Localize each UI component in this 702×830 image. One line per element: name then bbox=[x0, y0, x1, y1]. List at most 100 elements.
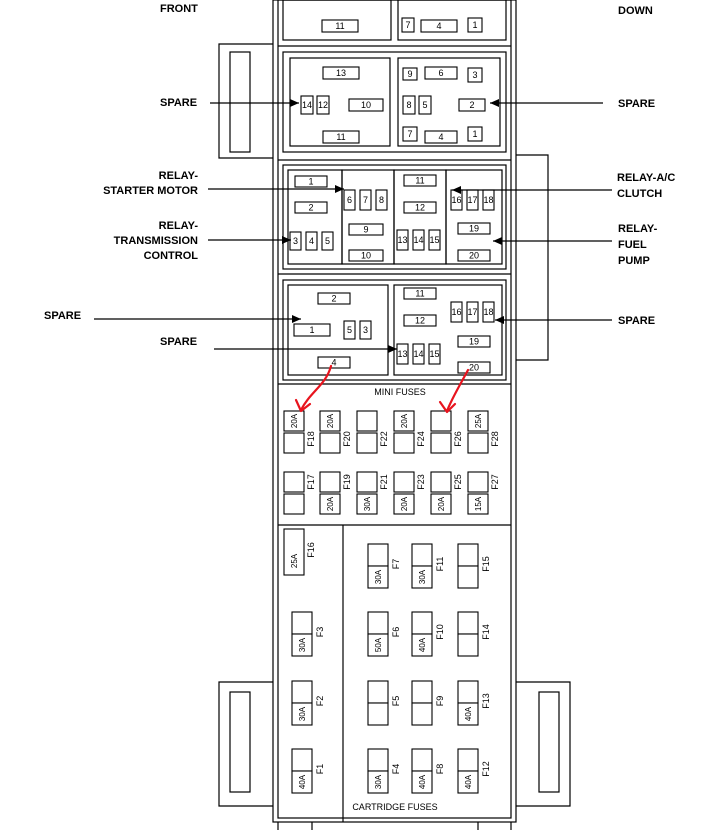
mid-num-4: 4 bbox=[309, 236, 314, 246]
label-spare-left-1: SPARE bbox=[160, 97, 197, 109]
fuse-f3-id: F3 bbox=[315, 627, 325, 638]
arrow-relay-starter-head bbox=[335, 185, 344, 193]
fuse-f7-slot-b bbox=[367, 565, 389, 589]
right-bracket-lower bbox=[516, 681, 571, 807]
title-cartridge-fuses: CARTRIDGE FUSES bbox=[352, 802, 437, 812]
fuse-f19-slot-b bbox=[319, 493, 341, 515]
mid-num-5: 5 bbox=[325, 236, 330, 246]
fuse-f3-rating: 30A bbox=[298, 637, 307, 652]
spare-num-14-terminal bbox=[300, 95, 314, 115]
spare-num-10-terminal bbox=[348, 98, 384, 112]
fuse-f28-rating: 25A bbox=[474, 413, 483, 428]
mid-num-13-terminal bbox=[396, 229, 409, 251]
spare-num-9: 9 bbox=[407, 69, 412, 79]
mid-num-1-terminal bbox=[294, 175, 328, 188]
fuse-f18-id: F18 bbox=[306, 431, 316, 447]
label-relay-fuel-1: RELAY- bbox=[618, 223, 658, 235]
spare-relay-block bbox=[282, 51, 507, 153]
bot-num-16: 16 bbox=[451, 307, 461, 317]
bottom-relay-left bbox=[287, 284, 389, 376]
label-relay-starter-1: RELAY- bbox=[159, 170, 199, 182]
mid-num-6-terminal bbox=[343, 189, 356, 211]
right-bracket-relay bbox=[516, 154, 549, 361]
mid-num-8-terminal bbox=[375, 189, 388, 211]
fuse-f3-slot-b bbox=[291, 633, 313, 657]
fuse-f6-slot-a bbox=[367, 611, 389, 635]
mid-num-14-terminal bbox=[412, 229, 425, 251]
spare-num-7: 7 bbox=[407, 129, 412, 139]
bot-num-3-terminal bbox=[359, 320, 372, 340]
mid-num-19-terminal bbox=[457, 222, 491, 235]
bot-num-14: 14 bbox=[413, 349, 423, 359]
spare-num-5: 5 bbox=[422, 100, 427, 110]
mid-num-20-terminal bbox=[457, 249, 491, 262]
bot-num-20: 20 bbox=[469, 363, 479, 373]
bot-num-1: 1 bbox=[309, 325, 314, 335]
fuse-f1-id: F1 bbox=[315, 764, 325, 775]
fuse-f2-rating: 30A bbox=[298, 706, 307, 721]
bot-num-4-terminal bbox=[317, 356, 351, 369]
mid-num-9-terminal bbox=[348, 223, 384, 236]
fuse-f22-slot-a bbox=[356, 410, 378, 432]
mid-num-9: 9 bbox=[363, 225, 368, 235]
label-spare-left-2: SPARE bbox=[44, 310, 81, 322]
fuse-f7-rating: 30A bbox=[374, 569, 383, 584]
fuse-f14-slot-a bbox=[457, 611, 479, 635]
fuse-f10-rating: 40A bbox=[418, 637, 427, 652]
arrow-spare-left-2-head bbox=[292, 315, 301, 323]
mid-num-18: 18 bbox=[483, 195, 493, 205]
label-down: DOWN bbox=[618, 5, 653, 17]
fuse-f14-slot-b bbox=[457, 633, 479, 657]
spare-num-4-terminal bbox=[424, 130, 458, 144]
mid-num-4-terminal bbox=[305, 231, 318, 251]
fuse-f25-id: F25 bbox=[453, 474, 463, 490]
spare-num-3: 3 bbox=[472, 70, 477, 80]
fuse-f10-slot-a bbox=[411, 611, 433, 635]
fuse-f12-rating: 40A bbox=[464, 774, 473, 789]
fuse-f19-rating: 20A bbox=[326, 496, 335, 511]
mid-num-13: 13 bbox=[397, 235, 407, 245]
fuse-f15-id: F15 bbox=[481, 556, 491, 572]
bot-num-15: 15 bbox=[429, 349, 439, 359]
fuse-f23-slot-b bbox=[393, 493, 415, 515]
spare-num-5-terminal bbox=[418, 95, 432, 115]
fuse-f24-rating: 20A bbox=[400, 413, 409, 428]
label-relay-ac-1: RELAY-A/C bbox=[617, 172, 675, 184]
mid-num-16: 16 bbox=[451, 195, 461, 205]
arrow-relay-ac-head bbox=[452, 186, 461, 194]
red-annotation-arrow-right-stroke bbox=[445, 368, 470, 413]
label-spare-left-3: SPARE bbox=[160, 336, 197, 348]
top-relay-num-7-terminal bbox=[401, 17, 415, 33]
fuse-f18-rating: 20A bbox=[290, 413, 299, 428]
label-front: FRONT bbox=[160, 3, 198, 15]
spare-num-13-terminal bbox=[322, 66, 360, 80]
label-relay-fuel-2: FUEL bbox=[618, 239, 647, 251]
bot-num-5: 5 bbox=[347, 325, 352, 335]
fuse-box-body bbox=[272, 0, 517, 823]
spare-num-1-terminal bbox=[467, 126, 483, 142]
bot-num-14-terminal bbox=[412, 343, 425, 365]
fuse-f8-slot-a bbox=[411, 748, 433, 772]
fuse-f21-slot-b bbox=[356, 493, 378, 515]
spare-num-3-terminal bbox=[467, 67, 483, 83]
red-annotation-arrow-right-head bbox=[438, 400, 457, 414]
label-spare-right-2: SPARE bbox=[618, 315, 655, 327]
mid-num-12: 12 bbox=[415, 203, 425, 213]
label-relay-trans-1: RELAY- bbox=[159, 220, 199, 232]
bot-num-13-terminal bbox=[396, 343, 409, 365]
fuse-f28-id: F28 bbox=[490, 431, 500, 447]
fuse-f27-rating: 15A bbox=[474, 496, 483, 511]
bot-num-12: 12 bbox=[415, 316, 425, 326]
mid-num-5-terminal bbox=[321, 231, 334, 251]
bot-num-20-terminal bbox=[457, 361, 491, 374]
fuse-f8-id: F8 bbox=[435, 764, 445, 775]
mid-num-8: 8 bbox=[379, 195, 384, 205]
fuse-f2-id: F2 bbox=[315, 696, 325, 707]
spare-num-2: 2 bbox=[469, 100, 474, 110]
spare-num-13: 13 bbox=[336, 68, 346, 78]
fuse-f15-slot-a bbox=[457, 543, 479, 567]
fuse-f19-slot-a bbox=[319, 471, 341, 493]
bot-num-11: 11 bbox=[415, 289, 424, 299]
